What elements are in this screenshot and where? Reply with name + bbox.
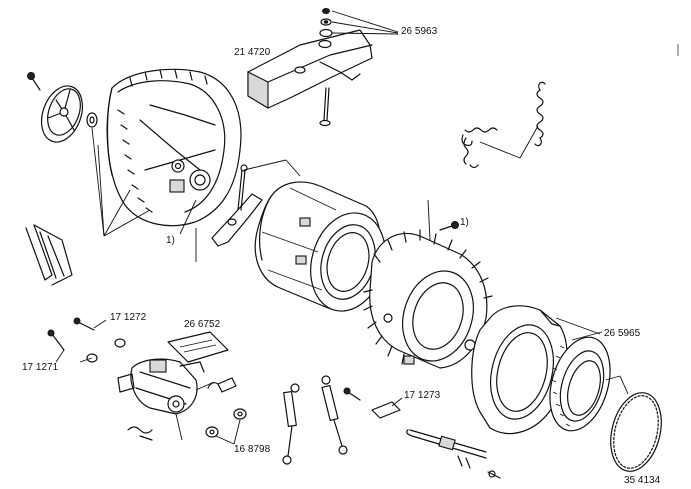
spacer-washer <box>86 112 98 128</box>
pulley-wheel <box>40 85 84 143</box>
label-171271: 17 1271 <box>22 362 59 373</box>
label-214720: 21 4720 <box>234 47 271 58</box>
rubber-feet <box>205 408 247 445</box>
tub-support-bracket <box>211 164 263 247</box>
rear-tub-half <box>106 68 242 227</box>
heating-element <box>406 429 501 479</box>
tub-screw <box>427 199 459 241</box>
parts-bag <box>167 331 229 363</box>
label-168798: 16 8798 <box>234 444 271 455</box>
top-bracket <box>247 29 373 109</box>
front-tub-half <box>363 229 493 369</box>
door-gasket <box>549 331 611 432</box>
shock-absorbers <box>282 375 348 465</box>
small-screws-left <box>47 317 126 363</box>
label-note-1a: 1) <box>166 235 175 246</box>
label-171272: 17 1272 <box>110 312 147 323</box>
label-171273: 17 1273 <box>404 390 441 401</box>
label-266752: 26 6752 <box>184 319 221 330</box>
leaders-rear-tub <box>91 127 151 237</box>
leaders-drum <box>195 159 301 262</box>
leaders-265963 <box>331 10 399 35</box>
motor-assembly <box>117 358 215 441</box>
label-265965: 26 5965 <box>604 328 641 339</box>
top-nuts <box>319 8 333 38</box>
clamp-ring <box>605 375 662 472</box>
leaders-note1a <box>179 199 197 235</box>
label-note-1b: 1) <box>460 217 469 228</box>
shock-bolt <box>343 387 361 401</box>
front-panel-ring <box>471 305 568 435</box>
pulley-bolt <box>27 72 41 91</box>
label-265963: 26 5963 <box>401 26 438 37</box>
suspension-springs <box>461 81 546 169</box>
leaders-265965 <box>555 317 601 335</box>
motor-connector <box>207 377 237 393</box>
gasket-clip <box>371 397 403 419</box>
drive-belt <box>25 224 73 286</box>
top-bolt <box>319 87 331 127</box>
drum <box>254 181 386 312</box>
label-354134: 35 4134 <box>624 475 661 486</box>
